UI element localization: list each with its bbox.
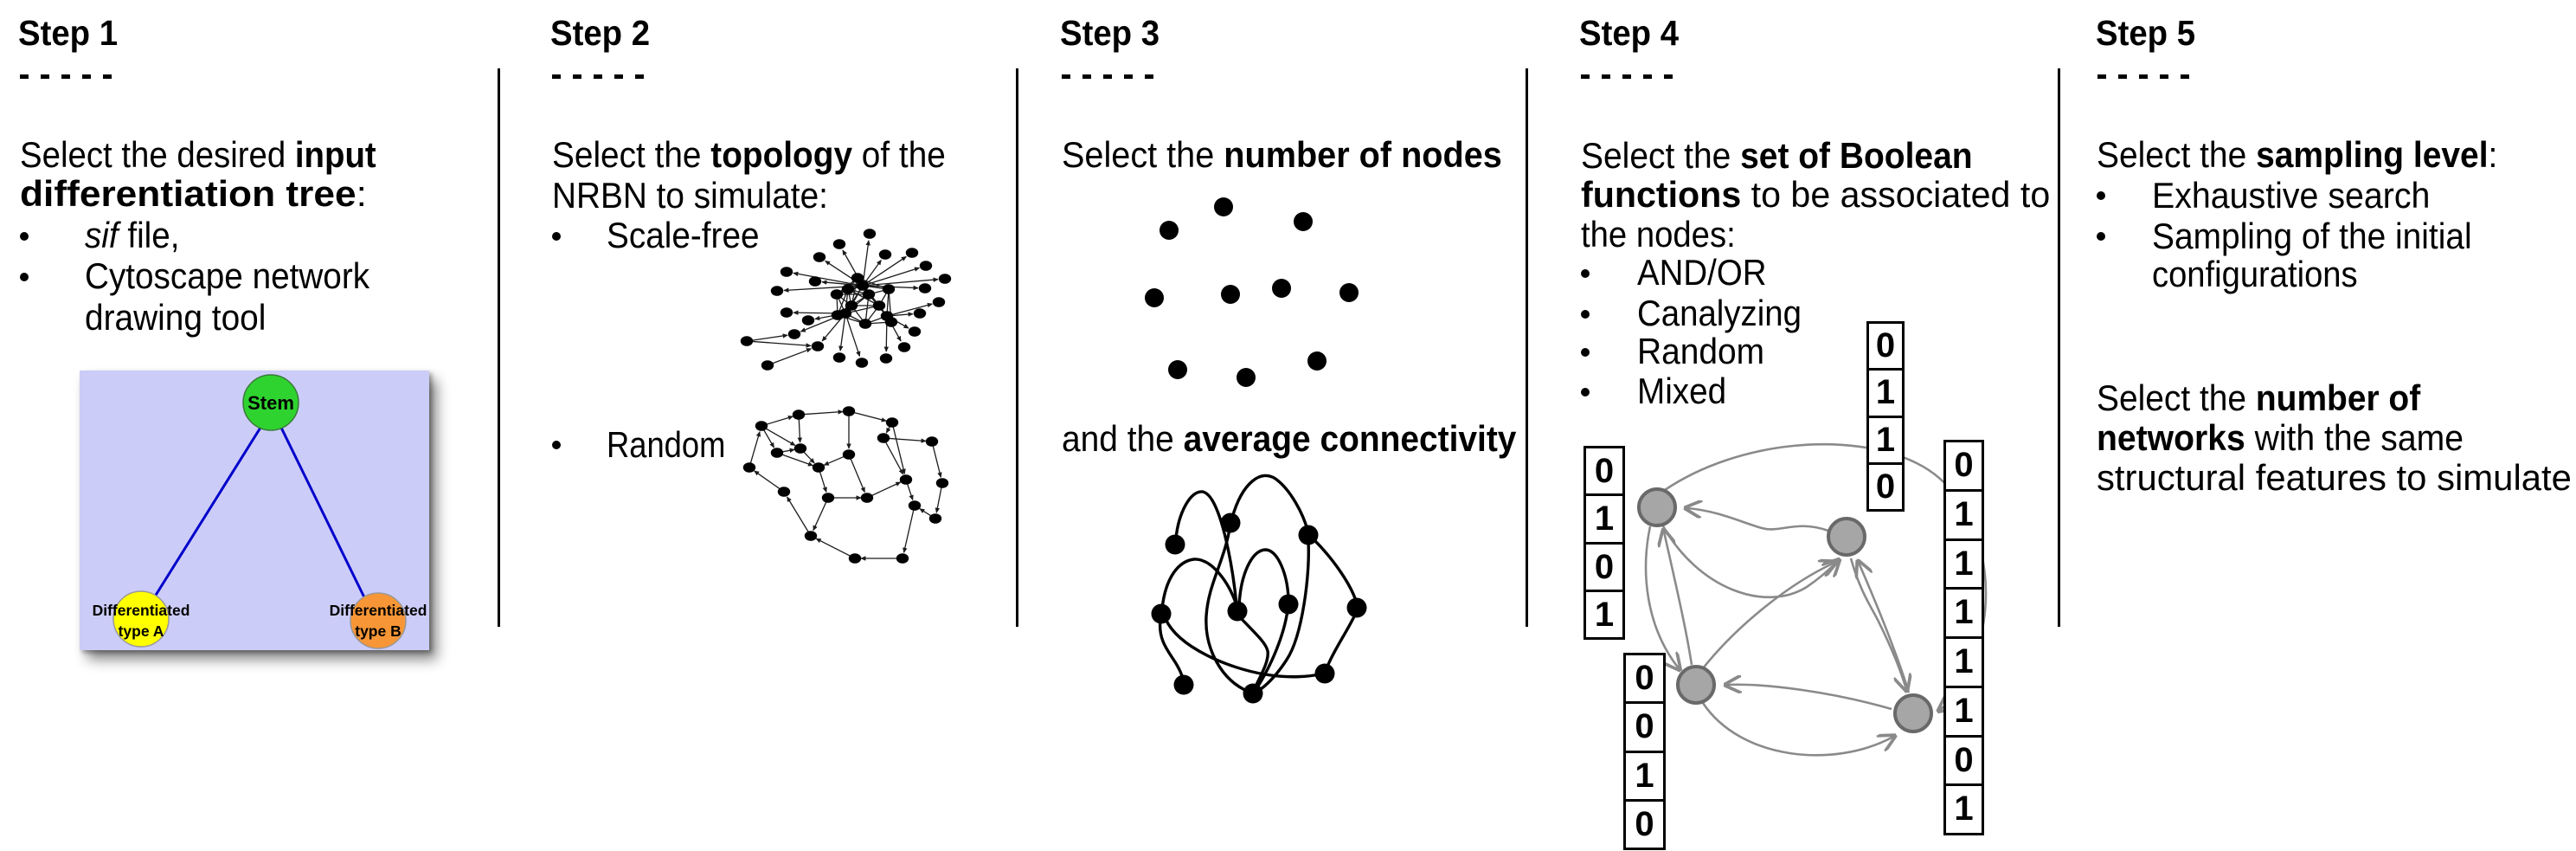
svg-text:Differentiated: Differentiated <box>330 602 427 619</box>
svg-text:Differentiated: Differentiated <box>93 602 190 619</box>
svg-text:Stem: Stem <box>247 392 294 414</box>
svg-text:type A: type A <box>119 622 164 640</box>
svg-text:type B: type B <box>355 622 401 640</box>
